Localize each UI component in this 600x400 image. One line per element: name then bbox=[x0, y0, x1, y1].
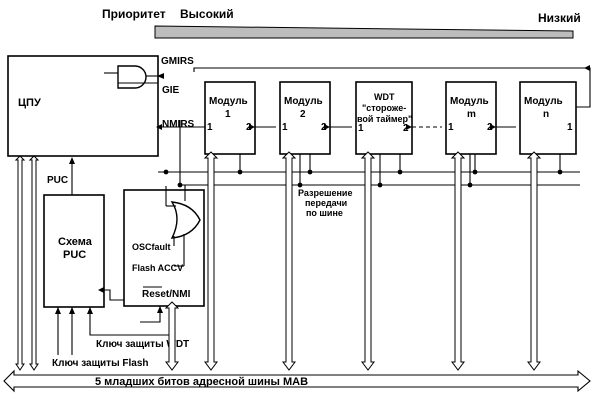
nmirs-label: NMIRS bbox=[162, 119, 195, 130]
module-2: Модуль 2 1 2 bbox=[279, 81, 331, 155]
module-2-title: Модуль bbox=[284, 96, 323, 107]
key-extra-arrow bbox=[55, 307, 61, 314]
reset-nmi-label: Reset/NMI bbox=[142, 289, 191, 300]
module-m: Модуль m 1 2 bbox=[445, 81, 497, 155]
key-wdt-label: Ключ защиты WDT bbox=[96, 339, 189, 350]
module-n-title: Модуль bbox=[524, 96, 563, 107]
chain-arrow-1 bbox=[249, 124, 255, 130]
module-1-in: 1 bbox=[207, 122, 213, 133]
module-n-in: 1 bbox=[567, 122, 573, 133]
or-gate-icon bbox=[170, 201, 201, 239]
module-wdt: WDT "стороже- вой таймер" 1 2 bbox=[355, 81, 413, 155]
gmirs-arrow bbox=[157, 73, 164, 79]
puc-block-line1: Схема bbox=[58, 236, 93, 248]
address-bus-label: 5 младших битов адресной шины MAB bbox=[95, 376, 308, 388]
priority-label: Приоритет bbox=[102, 7, 166, 21]
cpu-label: ЦПУ bbox=[18, 97, 41, 109]
nmi-to-puc-line bbox=[104, 289, 124, 301]
wdt-in: 1 bbox=[358, 123, 364, 134]
puc-block-line2: PUC bbox=[63, 249, 86, 261]
bus-enable-line3: по шине bbox=[306, 208, 343, 218]
module-2-in: 1 bbox=[282, 122, 288, 133]
nmi-to-puc-arrow bbox=[98, 287, 104, 293]
feedback-arrow bbox=[584, 65, 590, 71]
key-flash-label: Ключ защиты Flash bbox=[52, 358, 149, 369]
wdt-title: WDT bbox=[374, 92, 395, 102]
bus-enable-line2: передачи bbox=[305, 198, 347, 208]
chain-arrow-4 bbox=[490, 124, 496, 130]
priority-high-label: Высокий bbox=[180, 7, 234, 21]
priority-wedge bbox=[154, 25, 574, 39]
key-flash-arrow bbox=[69, 307, 75, 314]
gie-label: GIE bbox=[162, 85, 180, 96]
module-1-number: 1 bbox=[225, 109, 231, 120]
bus-enable-line1: Разрешение bbox=[298, 188, 352, 198]
module-n-number: n bbox=[543, 109, 549, 120]
key-wdt-arrow bbox=[87, 307, 93, 314]
and-gate-icon bbox=[117, 65, 147, 89]
puc-signal-label: PUC bbox=[47, 175, 68, 186]
gmirs-label: GMIRS bbox=[161, 56, 194, 67]
nmi-key-arrow bbox=[157, 306, 163, 313]
wdt-line2: "стороже- bbox=[362, 103, 406, 113]
puc-to-cpu-arrow bbox=[69, 157, 75, 164]
oscfault-label: OSCfault bbox=[132, 242, 171, 252]
module-n: Модуль n 1 bbox=[519, 81, 577, 155]
bus-connectors bbox=[14, 151, 542, 371]
chain-arrow-3 bbox=[406, 124, 412, 130]
module-m-number: m bbox=[467, 109, 476, 120]
module-1-title: Модуль bbox=[209, 96, 248, 107]
priority-low-label: Низкий bbox=[538, 11, 581, 25]
puc-block bbox=[43, 194, 105, 308]
address-bus-arrow bbox=[3, 369, 591, 393]
module-2-number: 2 bbox=[300, 109, 306, 120]
module-1: Модуль 1 1 2 bbox=[204, 81, 256, 155]
flash-accv-label: Flash ACCV bbox=[132, 263, 183, 273]
module-m-title: Модуль bbox=[450, 96, 489, 107]
chain-arrow-to-cpu bbox=[156, 124, 162, 130]
wdt-line3: вой таймер" bbox=[357, 114, 412, 124]
module-m-in: 1 bbox=[448, 122, 454, 133]
chain-arrow-2 bbox=[324, 124, 330, 130]
